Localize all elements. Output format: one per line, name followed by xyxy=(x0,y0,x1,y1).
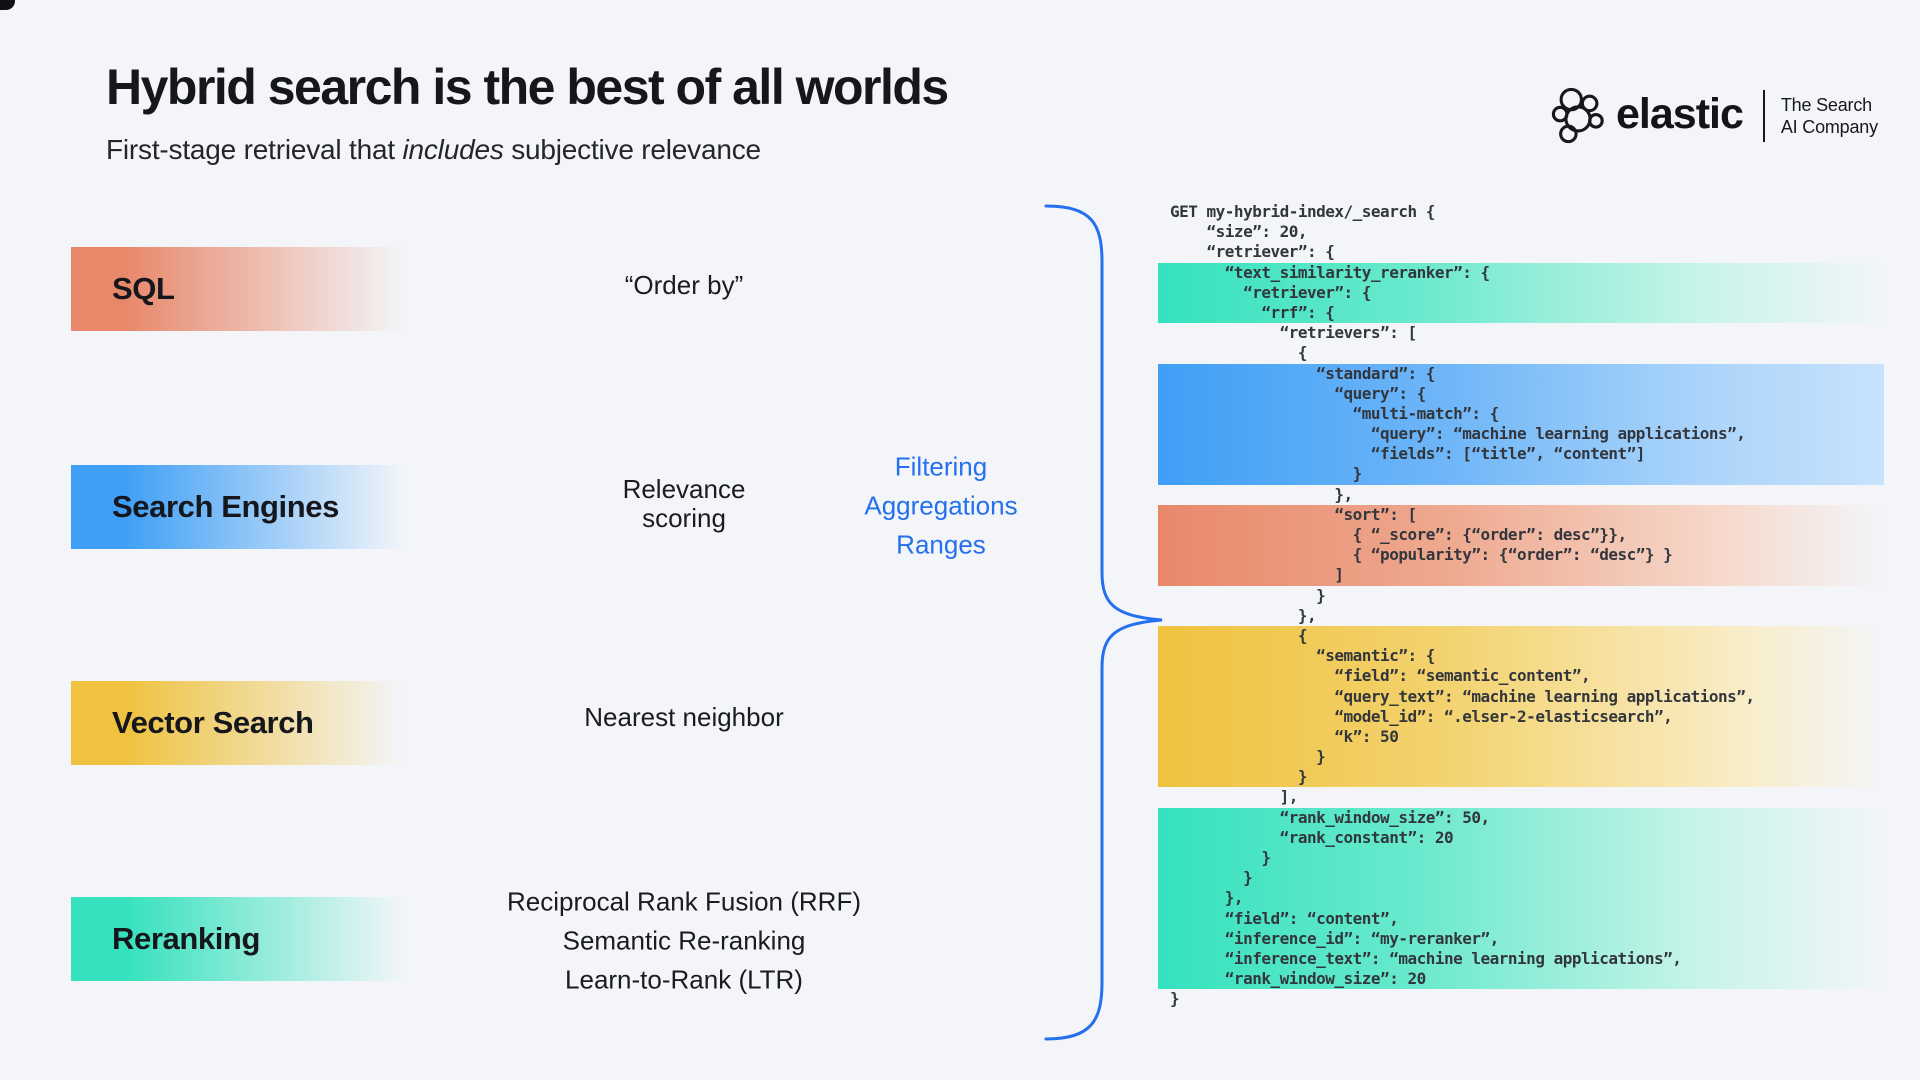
code-line: }, xyxy=(1170,605,1317,625)
subtitle-prefix: First-stage retrieval that xyxy=(106,134,403,165)
code-line: } xyxy=(1170,585,1326,605)
code-line: “semantic”: { xyxy=(1158,646,1884,667)
category-label: SQL xyxy=(112,271,175,306)
code-line: “query”: { xyxy=(1158,383,1884,404)
description-line: Learn-to-Rank (LTR) xyxy=(565,964,803,995)
tagline-line-2: AI Company xyxy=(1780,117,1878,137)
elastic-logo: elastic The Search AI Company xyxy=(1550,84,1878,148)
category-bar-vector-search: Vector Search xyxy=(71,681,426,765)
page-subtitle: First-stage retrieval that includes subj… xyxy=(106,134,761,166)
side-note-line: Ranges xyxy=(896,529,986,560)
description-line: “Order by” xyxy=(624,270,744,300)
subtitle-suffix: subjective relevance xyxy=(503,134,761,165)
row-description: Reciprocal Rank Fusion (RRF) Semantic Re-… xyxy=(507,883,861,1000)
code-line: “query”: “machine learning applications”… xyxy=(1158,424,1884,445)
code-line: “multi-match”: { xyxy=(1158,403,1884,425)
code-line: } xyxy=(1158,464,1884,485)
code-line: “retrievers”: [ xyxy=(1170,323,1418,343)
code-line: ] xyxy=(1158,565,1884,586)
code-line: { xyxy=(1170,343,1308,363)
code-block: GET my-hybrid-index/_search { “size”: 20… xyxy=(1158,202,1884,1010)
description-line: Nearest neighbor xyxy=(584,702,784,732)
code-line: “inference_id”: “my-reranker”, xyxy=(1158,928,1884,949)
code-line: “rank_window_size”: 20 xyxy=(1158,969,1884,990)
curly-brace-connector xyxy=(1044,204,1163,1041)
code-line: ], xyxy=(1170,787,1299,807)
code-line: } xyxy=(1158,868,1884,889)
description-line: scoring xyxy=(642,503,726,533)
description-line: Relevance xyxy=(622,474,746,504)
code-line: “standard”: { xyxy=(1158,363,1884,384)
description-line: Semantic Re-ranking xyxy=(562,925,806,956)
side-note-line: Aggregations xyxy=(864,490,1018,521)
code-line: “rank_constant”: 20 xyxy=(1158,827,1884,848)
code-line: }, xyxy=(1170,484,1353,504)
description-line: Reciprocal Rank Fusion (RRF) xyxy=(507,886,861,917)
code-line: “sort”: [ xyxy=(1158,504,1884,525)
code-line: “retriever”: { xyxy=(1170,242,1335,262)
logo-tagline: The Search AI Company xyxy=(1781,94,1878,138)
subtitle-italic: includes xyxy=(402,134,504,165)
code-line: “model_id”: “.elser-2-elasticsearch”, xyxy=(1158,706,1884,727)
side-note-line: Filtering xyxy=(894,451,988,482)
code-line: { xyxy=(1158,625,1884,647)
category-label: Reranking xyxy=(112,921,260,956)
row-description: Nearest neighbor xyxy=(584,702,783,732)
code-line: “retriever”: { xyxy=(1158,282,1884,303)
code-line: “rank_window_size”: 50, xyxy=(1158,807,1884,828)
code-line: “field”: “content”, xyxy=(1158,908,1884,929)
row-description: “Order by” xyxy=(625,270,743,300)
code-line: GET my-hybrid-index/_search { xyxy=(1170,202,1435,221)
code-line: { “popularity”: {“order”: “desc”} } xyxy=(1158,545,1884,566)
corner-mark xyxy=(0,0,15,10)
code-line: } xyxy=(1158,747,1884,768)
code-line: “rrf”: { xyxy=(1158,302,1884,324)
code-line: “fields”: [“title”, “content”] xyxy=(1158,444,1884,465)
code-line: }, xyxy=(1158,888,1884,909)
logo-divider xyxy=(1762,90,1765,142)
elastic-cluster-icon xyxy=(1551,87,1604,144)
tagline-line-1: The Search xyxy=(1780,95,1872,115)
brace-path xyxy=(1044,204,1163,1041)
code-line: } xyxy=(1170,989,1180,1009)
category-label: Search Engines xyxy=(112,489,339,524)
code-line: “inference_text”: “machine learning appl… xyxy=(1158,948,1884,970)
code-line: “size”: 20, xyxy=(1170,222,1308,242)
code-line: } xyxy=(1158,848,1884,869)
category-label: Vector Search xyxy=(112,705,314,740)
category-bar-search-engines: Search Engines xyxy=(71,465,426,549)
code-line: } xyxy=(1158,767,1884,788)
code-line: “text_similarity_reranker”: { xyxy=(1158,262,1884,283)
page-title: Hybrid search is the best of all worlds xyxy=(106,59,949,115)
code-line: “query_text”: “machine learning applicat… xyxy=(1158,686,1884,707)
category-bar-reranking: Reranking xyxy=(71,897,426,981)
code-line: “field”: “semantic_content”, xyxy=(1158,666,1884,687)
code-line: { “_score”: {“order”: desc”}}, xyxy=(1158,525,1884,546)
code-line: “k”: 50 xyxy=(1158,726,1884,748)
elastic-wordmark: elastic xyxy=(1616,89,1744,138)
category-bar-sql: SQL xyxy=(71,247,426,331)
